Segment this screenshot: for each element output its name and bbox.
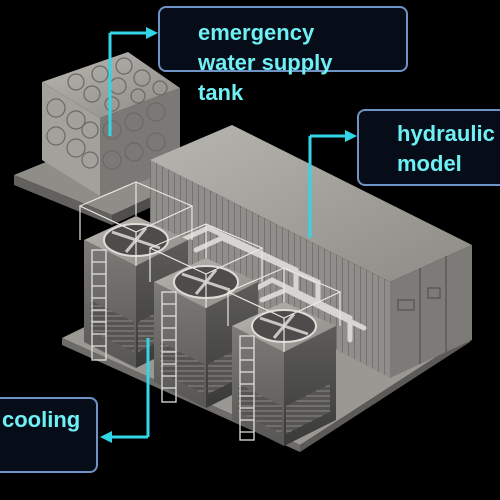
connector-tank: [108, 27, 158, 136]
tank-label-line-2: water supply: [198, 50, 333, 75]
cooling-tower-3: [226, 267, 342, 446]
tank-label-line-3: tank: [198, 80, 244, 105]
connector-hydraulic: [308, 130, 357, 238]
ladder-icon: [239, 335, 255, 441]
label-hydraulic-model: hydraulic model: [357, 109, 500, 186]
tank-label-line-1: emergency: [198, 20, 315, 45]
ladder-icon: [161, 291, 177, 403]
cooling-tower-2: [148, 223, 264, 408]
connector-cooling: [100, 338, 150, 443]
pipe-icon: [179, 225, 367, 343]
label-cooling: cooling: [0, 397, 98, 473]
hydraulic-label-line-2: model: [397, 151, 462, 176]
label-emergency-water-supply-tank: emergency water supply tank: [158, 6, 408, 105]
ladder-icon: [91, 249, 107, 361]
cooling-label-line-1: cooling: [2, 407, 81, 432]
hydraulic-label-line-1: hydraulic: [397, 121, 495, 146]
